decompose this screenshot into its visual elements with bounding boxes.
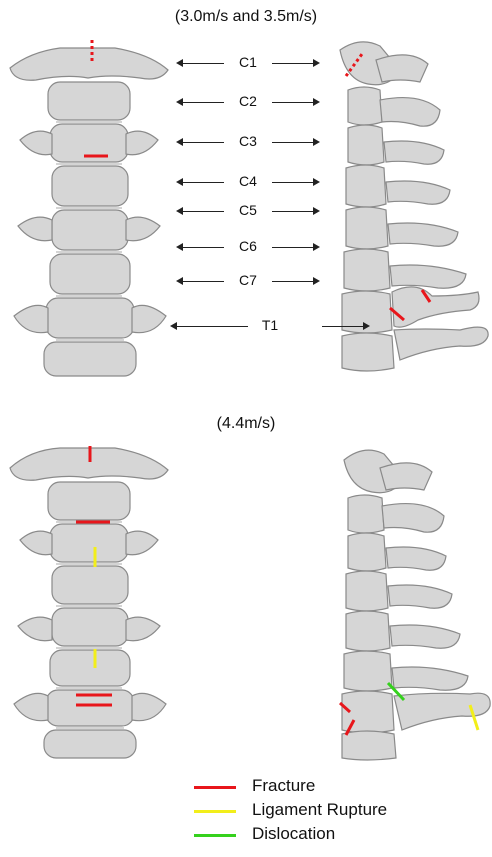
ligament-rupture-swatch	[194, 810, 236, 813]
dislocation-swatch	[194, 834, 236, 837]
dislocation-mark-c6	[388, 683, 404, 700]
fracture-swatch	[194, 786, 236, 789]
ligament-mark-c7	[470, 705, 478, 730]
fracture-mark-c7-upper	[340, 703, 350, 712]
fracture-mark-c7-lower	[346, 720, 354, 735]
